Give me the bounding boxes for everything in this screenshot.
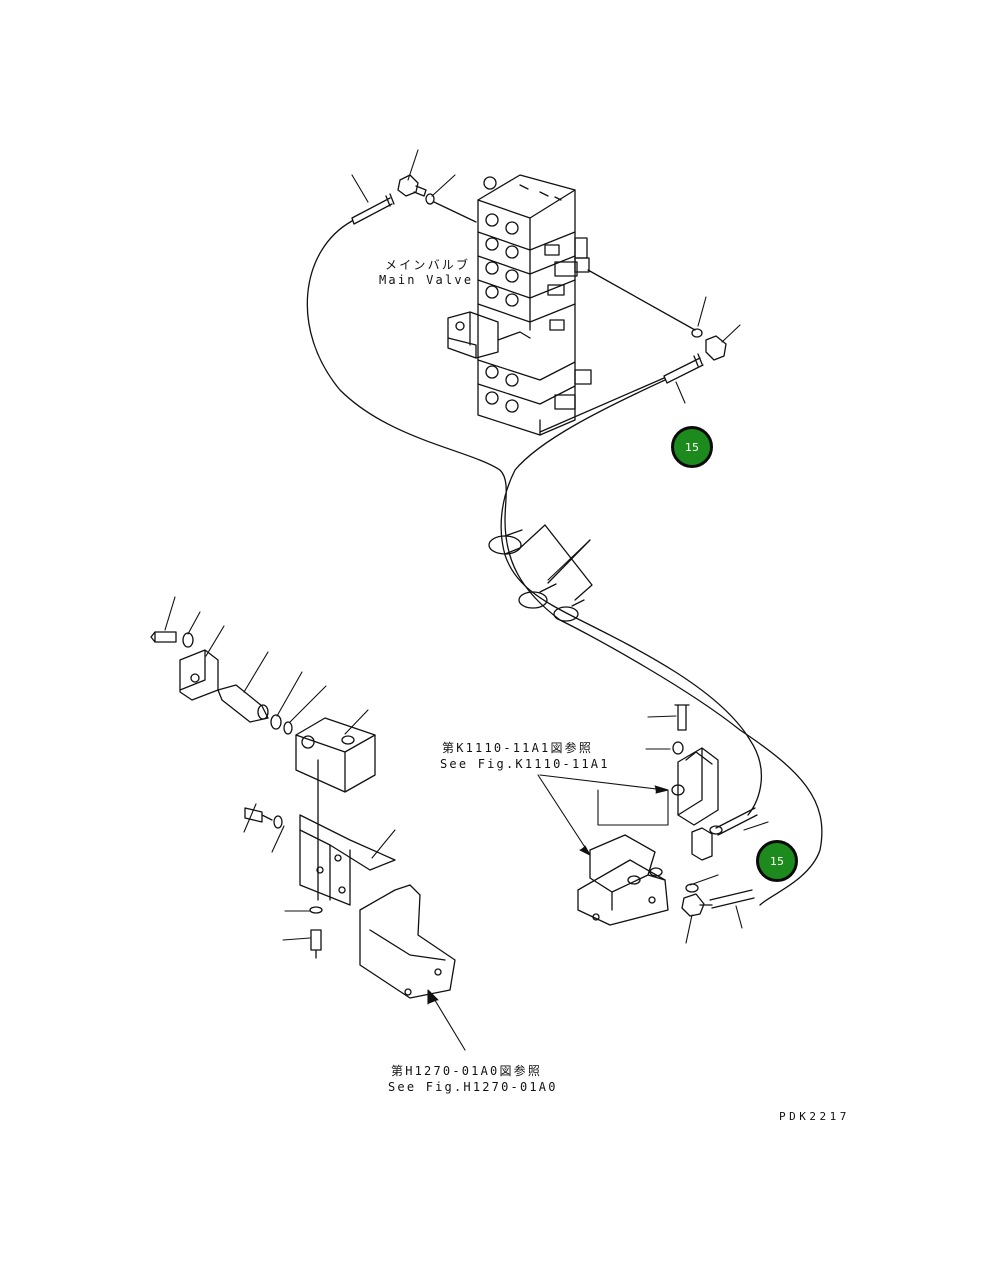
callout-number: 15 [770, 854, 784, 868]
main-valve-label-jp: メインバルブ [385, 258, 471, 272]
main-valve [447, 174, 592, 436]
reference-label-1-jp: 第K1110-11A1図参照 [442, 741, 594, 755]
reference-label-1-en: See Fig.K1110-11A1 [440, 757, 610, 771]
callout-badge-15[interactable]: 15 [671, 426, 713, 468]
main-valve-label-en: Main Valve [379, 273, 474, 287]
reference-arrows [427, 774, 669, 1051]
reference-label-2-jp: 第H1270-01A0図参照 [391, 1064, 543, 1078]
reference-label-2-en: See Fig.H1270-01A0 [388, 1080, 558, 1094]
callout-badge-15[interactable]: 15 [756, 840, 798, 882]
right-fittings [539, 269, 727, 433]
left-mount-assembly [150, 631, 456, 999]
right-solenoid-assembly [577, 704, 758, 926]
hose-lines [306, 220, 823, 906]
leader-lines [164, 149, 769, 944]
hose-clamps [488, 524, 593, 622]
top-fittings [351, 174, 477, 225]
drawing-code: PDK2217 [779, 1110, 850, 1123]
callout-number: 15 [685, 440, 699, 454]
